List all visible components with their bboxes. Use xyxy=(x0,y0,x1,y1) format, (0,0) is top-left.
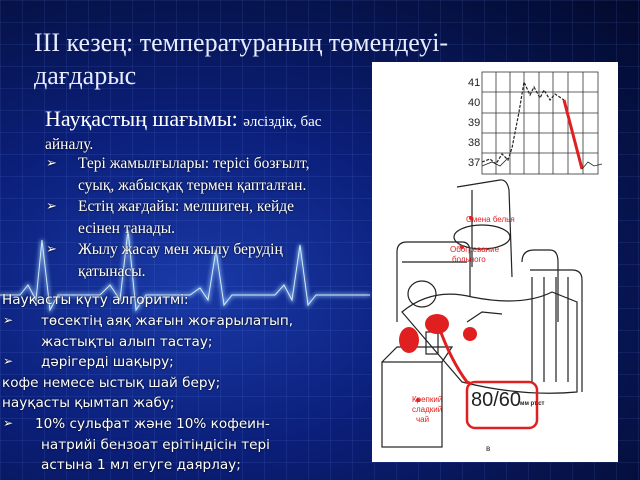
complaints-heading-tail: әлсіздік, бас xyxy=(243,114,322,130)
algorithm-line: 10% сульфат және 10% кофеин- xyxy=(35,416,270,432)
patient-care-illustration: 41 40 39 38 37 Смена белья Обогревание б… xyxy=(372,62,618,462)
label-tea-line-2: сладкий xyxy=(412,405,443,414)
bullet-arrow-icon: ➢ xyxy=(46,199,57,214)
bullet-arrow-icon: ➢ xyxy=(46,242,57,257)
label-tea-line-3: чай xyxy=(416,415,430,424)
complaints-heading: Науқастың шағымы: xyxy=(45,106,238,131)
illustration-drawing xyxy=(381,71,603,448)
bullet-arrow-icon: ➢ xyxy=(3,313,14,327)
temp-tick-37: 37 xyxy=(468,157,481,169)
complaint-line: Жылу жасау мен жылу берудің xyxy=(78,241,283,258)
complaint-line: Естің жағдайы: мелшиген, кейде xyxy=(78,198,295,215)
algorithm-line: науқасты қымтап жабу; xyxy=(2,395,175,412)
slide-title-line-2: дағдарыс xyxy=(34,61,137,90)
complaint-line: есінен танады. xyxy=(78,219,175,237)
complaint-line: Тері жамылғылары: терісі бозғылт, xyxy=(78,155,310,172)
label-warming-line-2: больного xyxy=(452,255,486,264)
temp-tick-38: 38 xyxy=(468,137,481,149)
bp-value: 80/60 xyxy=(471,389,522,411)
label-tea-line-1: Крепкий xyxy=(412,395,443,404)
temperature-chart xyxy=(481,71,603,175)
slide-title-line-1: III кезең: температураның төмендеуі- xyxy=(34,28,449,57)
algorithm-line: жастықты алып тастау; xyxy=(41,333,213,350)
complaint-line: суық, жабысқақ термен қапталған. xyxy=(78,176,307,194)
algorithm-line: дәрігерді шақыру; xyxy=(41,354,174,371)
temp-tick-39: 39 xyxy=(468,117,481,129)
complaint-line: қатынасы. xyxy=(78,262,146,280)
algorithm-line: төсектің аяқ жағын жоғарылатып, xyxy=(41,313,294,329)
algorithm-heading: Науқасты күту алгоритмі: xyxy=(2,292,189,308)
bullet-arrow-icon: ➢ xyxy=(46,156,57,171)
algorithm-line: кофе немесе ыстық шай беру; xyxy=(2,374,221,391)
complaints-heading-line-2: айналу. xyxy=(45,136,94,153)
bp-unit: мм рт.ст xyxy=(520,401,545,407)
algorithm-line: астына 1 мл егуге даярлау; xyxy=(41,457,241,474)
label-warming-line-1: Обогревание xyxy=(450,245,500,254)
temp-tick-41: 41 xyxy=(468,77,481,89)
caption-letter: в xyxy=(486,444,491,453)
algorithm-line: натрийі бензоат ерітіндісін тері xyxy=(41,436,270,453)
bullet-arrow-icon: ➢ xyxy=(3,416,14,430)
bullet-arrow-icon: ➢ xyxy=(3,354,14,369)
temp-tick-40: 40 xyxy=(468,97,481,109)
label-linen-change: Смена белья xyxy=(466,215,515,224)
